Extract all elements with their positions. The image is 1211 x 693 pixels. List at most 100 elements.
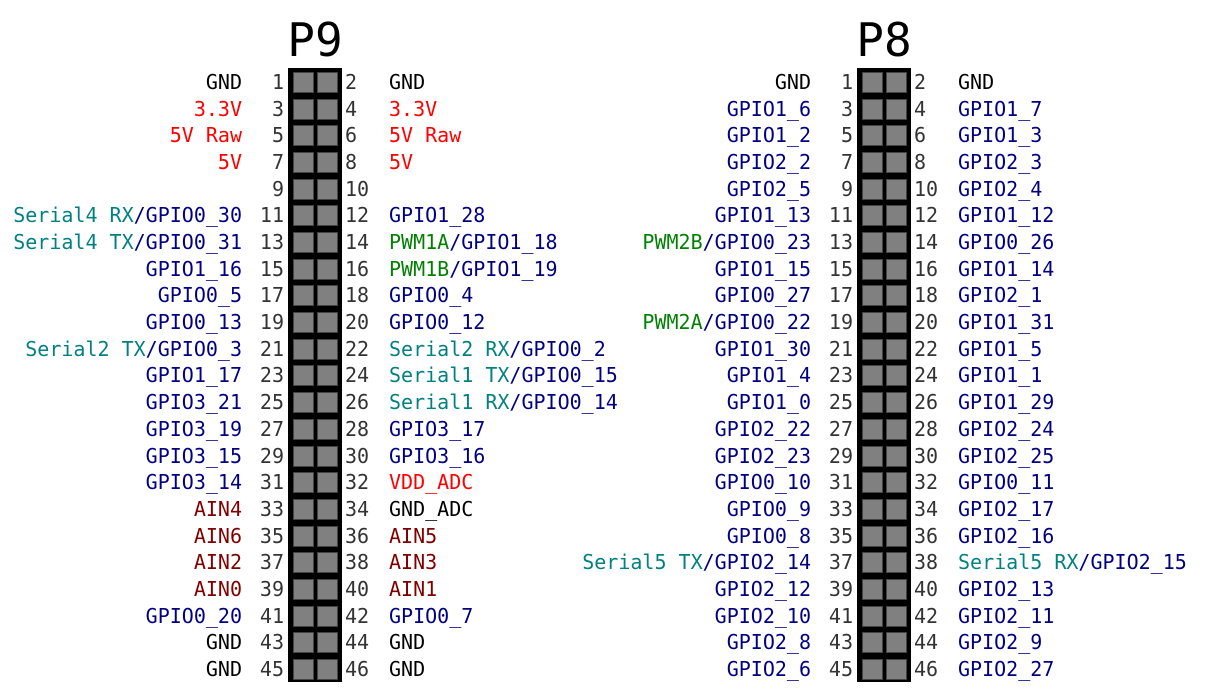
pin-number: 14: [345, 230, 370, 255]
pin-signal-label: GPIO2_3: [958, 150, 1043, 175]
pin-22: [318, 339, 337, 359]
pin-number: 13: [828, 230, 853, 255]
pin-signal-label: GPIO2_22: [714, 416, 811, 441]
pin-signal-label: Serial4 TX/GPIO0_31: [13, 230, 242, 255]
pin-8: [887, 153, 906, 173]
pin-label-left: Serial5 TX/GPIO2_14: [582, 549, 811, 576]
pin-43: [294, 633, 313, 653]
pin-signal-label: Serial5 TX/GPIO2_14: [582, 550, 811, 575]
pin-number: 5: [840, 123, 853, 148]
pin-signal-label: GPIO1_4: [726, 363, 811, 388]
pin-18: [887, 286, 906, 306]
pin-label-right: PWM1A/GPIO1_18: [389, 229, 558, 256]
pin-signal-label: PWM2B/GPIO0_23: [642, 230, 811, 255]
pin-label-left: 5V Raw: [170, 122, 242, 149]
pin-label-left: GPIO2_6: [727, 656, 811, 683]
pin-35: [863, 526, 882, 546]
pin-signal-label: GPIO2_8: [726, 630, 811, 655]
pin-signal-label: Serial5 RX/GPIO2_15: [958, 550, 1187, 575]
pin-number: 42: [914, 603, 939, 628]
pin-number: 16: [345, 256, 370, 281]
pin-label-right: GPIO2_24: [958, 416, 1054, 443]
pin-label-right: GPIO2_25: [958, 443, 1054, 470]
pin-label-right: Serial2 RX/GPIO0_2: [389, 336, 606, 363]
pin-26: [887, 393, 906, 413]
pin-label-right: GPIO3_17: [389, 416, 485, 443]
pin-number: 32: [345, 470, 370, 495]
pin-signal-label: GPIO1_13: [714, 203, 811, 228]
pin-label-left: GPIO2_23: [715, 443, 811, 470]
pin-25: [863, 393, 882, 413]
pin-label-left: GND: [775, 69, 811, 96]
pin-number: 40: [345, 576, 370, 601]
pin-signal-label: 3.3V: [389, 96, 438, 121]
pin-3: [294, 99, 313, 119]
pin-label-right: GND: [958, 69, 994, 96]
pin-number: 12: [345, 203, 370, 228]
pin-signal-label: 5V: [389, 150, 414, 175]
pin-number: 1: [271, 70, 284, 94]
pin-31: [294, 473, 313, 493]
pin-signal-label: GPIO3_14: [145, 470, 242, 495]
pin-signal-label: 3.3V: [193, 96, 242, 121]
pin-number: 38: [345, 550, 370, 575]
pin-number: 17: [828, 283, 853, 308]
pin-35: [294, 526, 313, 546]
pin-20: [318, 313, 337, 333]
pin-number: 17: [259, 283, 284, 308]
pin-1: [863, 73, 882, 92]
pin-label-right: GPIO2_17: [958, 496, 1054, 523]
pin-signal-label: GPIO0_26: [958, 230, 1055, 255]
pin-number: 19: [828, 310, 853, 335]
pin-39: [294, 579, 313, 599]
pin-number: 30: [914, 443, 939, 468]
pin-1: [294, 73, 313, 92]
pin-42: [318, 606, 337, 626]
pin-15: [863, 259, 882, 279]
pin-signal-label: GPIO1_5: [958, 336, 1043, 361]
pin-number: 34: [914, 496, 939, 521]
pin-signal-label: GPIO1_29: [958, 390, 1055, 415]
pin-signal-label: GPIO1_15: [714, 256, 811, 281]
pin-10: [318, 179, 337, 199]
pin-signal-label: GPIO2_17: [958, 496, 1055, 521]
pin-label-left: GPIO0_10: [715, 469, 811, 496]
pin-number: 39: [828, 576, 853, 601]
pin-number: 44: [345, 630, 370, 655]
pin-38: [318, 553, 337, 573]
pin-36: [887, 526, 906, 546]
pin-9: [863, 179, 882, 199]
pin-signal-label: GPIO2_6: [726, 656, 811, 681]
pin-label-left: GPIO3_19: [146, 416, 242, 443]
pin-signal-label: GPIO1_31: [958, 310, 1055, 335]
pin-number: 2: [345, 70, 358, 94]
pin-label-left: GPIO0_13: [146, 309, 242, 336]
pin-label-left: GPIO0_20: [146, 603, 242, 630]
pin-signal-label: AIN0: [193, 576, 242, 601]
pin-number: 36: [345, 523, 370, 548]
pin-signal-label: PWM1B/GPIO1_19: [389, 256, 558, 281]
pin-number: 20: [345, 310, 370, 335]
pin-14: [887, 233, 906, 253]
pin-signal-label: GPIO2_12: [714, 576, 811, 601]
pin-signal-label: Serial2 RX/GPIO0_2: [389, 336, 606, 361]
pin-label-left: AIN2: [194, 549, 242, 576]
pin-28: [887, 419, 906, 439]
pin-signal-label: GPIO1_16: [145, 256, 242, 281]
pin-label-right: AIN1: [389, 576, 437, 603]
pin-signal-label: GPIO3_19: [145, 416, 242, 441]
pin-label-left: GPIO1_13: [715, 202, 811, 229]
pin-signal-label: GPIO2_27: [958, 656, 1055, 681]
pin-number: 5: [271, 123, 284, 148]
pin-24: [318, 366, 337, 386]
pin-label-left: GPIO1_6: [727, 96, 811, 123]
pin-signal-label: GPIO1_12: [958, 203, 1055, 228]
pin-label-right: AIN3: [389, 549, 437, 576]
pin-number: 43: [828, 630, 853, 655]
pin-number: 41: [259, 603, 284, 628]
pin-signal-label: GPIO2_1: [958, 283, 1043, 308]
pin-label-right: GND: [389, 69, 425, 96]
pin-label-left: GPIO3_15: [146, 443, 242, 470]
pin-7: [294, 153, 313, 173]
pin-43: [863, 633, 882, 653]
